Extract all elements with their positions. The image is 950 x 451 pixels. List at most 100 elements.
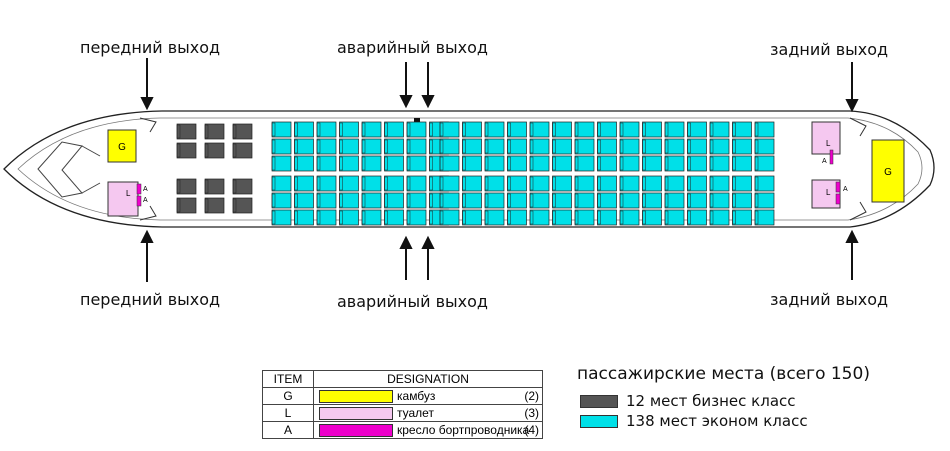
rear-attendant-seat-3 <box>835 193 841 205</box>
seat-back <box>204 143 209 158</box>
business-class-row: 12 мест бизнес класс <box>580 392 796 410</box>
seat-back <box>176 124 181 139</box>
seat-back <box>271 210 276 225</box>
legend-row-galley: G камбуз(2) <box>262 387 543 405</box>
seat-back <box>732 139 736 154</box>
front-attendant-label-2: A <box>143 197 148 204</box>
seat-back <box>361 193 366 208</box>
attendant-swatch <box>319 424 393 438</box>
seat-back <box>462 139 466 154</box>
seat-back <box>316 122 321 137</box>
rear-attendant-seat-2 <box>835 181 841 193</box>
seat-back <box>429 210 433 225</box>
seat-back <box>664 210 669 225</box>
seat-back <box>462 210 466 225</box>
seat-back <box>642 193 646 208</box>
seat-back <box>507 139 511 154</box>
seat-back <box>732 176 736 191</box>
front-attendant-seat-1 <box>136 183 142 195</box>
seat-back <box>552 122 556 137</box>
seat-back <box>429 139 433 154</box>
seat-back <box>294 139 298 154</box>
seat-back <box>642 176 646 191</box>
rear-door-top <box>849 117 867 137</box>
seat-back <box>484 176 489 191</box>
seat-back <box>687 210 691 225</box>
seat-back <box>406 176 411 191</box>
seat-back <box>642 139 646 154</box>
seat-back <box>484 156 489 171</box>
seat-back <box>687 139 691 154</box>
fuselage-inner <box>17 117 923 221</box>
economy-class-row: 138 мест эконом класс <box>580 412 808 430</box>
legend-header-row: ITEM DESIGNATION <box>262 370 543 388</box>
seat-map: G L A A L A L A G <box>3 58 935 282</box>
seat-back <box>732 156 736 171</box>
business-class-label: 12 мест бизнес класс <box>626 392 796 410</box>
seat-back <box>439 122 444 137</box>
front-exit-label-bottom: передний выход <box>80 290 221 309</box>
seat-back <box>406 210 411 225</box>
seat-back <box>574 193 579 208</box>
seat-back <box>709 176 714 191</box>
rear-door-bottom <box>849 201 867 221</box>
seat-back <box>384 193 388 208</box>
seat-back <box>619 193 624 208</box>
economy-swatch <box>580 415 618 428</box>
seat-back <box>619 156 624 171</box>
seat-back <box>619 210 624 225</box>
seat-back <box>507 156 511 171</box>
seat-back <box>529 193 534 208</box>
seat-back <box>709 122 714 137</box>
seat-back <box>384 210 388 225</box>
front-galley <box>107 129 137 163</box>
front-door-top <box>139 117 157 133</box>
seat-back <box>754 193 759 208</box>
seat-back <box>529 176 534 191</box>
seat-back <box>176 143 181 158</box>
fuselage-outline <box>3 110 935 228</box>
legend-designation: туалет(3) <box>313 404 543 422</box>
rear-lavatory-top-label: L <box>826 139 831 148</box>
seat-back <box>361 139 366 154</box>
lavatory-swatch <box>319 407 393 421</box>
seat-back <box>754 176 759 191</box>
seat-back <box>709 156 714 171</box>
seat-back <box>462 193 466 208</box>
seat-back <box>361 156 366 171</box>
seat-back <box>462 122 466 137</box>
seat-back <box>529 156 534 171</box>
seat-back <box>687 193 691 208</box>
seat-back <box>294 122 298 137</box>
legend-label: кресло бортпроводника <box>397 422 530 437</box>
emergency-exit-label-top: аварийный выход <box>337 38 488 57</box>
rear-attendant-seat-1 <box>829 149 834 165</box>
seat-back <box>597 193 601 208</box>
seat-back <box>271 156 276 171</box>
seat-back <box>271 176 276 191</box>
seat-back <box>429 122 433 137</box>
legend-header-item: ITEM <box>262 370 314 388</box>
seat-back <box>619 139 624 154</box>
seat-back <box>294 193 298 208</box>
seat-back <box>316 156 321 171</box>
legend-code: G <box>262 387 314 405</box>
seat-back <box>339 210 343 225</box>
seat-back <box>642 210 646 225</box>
seat-back <box>732 210 736 225</box>
seat-back <box>732 193 736 208</box>
seat-back <box>232 179 237 194</box>
seat-back <box>176 198 181 213</box>
rear-lavatory-bottom-label: L <box>826 188 831 197</box>
seat-back <box>204 198 209 213</box>
seat-back <box>552 176 556 191</box>
legend-header-designation: DESIGNATION <box>313 370 543 388</box>
seat-back <box>619 122 624 137</box>
seat-back <box>687 156 691 171</box>
seat-back <box>232 124 237 139</box>
seat-back <box>204 124 209 139</box>
seat-back <box>552 193 556 208</box>
legend-label: камбуз <box>397 388 436 403</box>
seat-back <box>439 176 444 191</box>
seat-back <box>429 156 433 171</box>
